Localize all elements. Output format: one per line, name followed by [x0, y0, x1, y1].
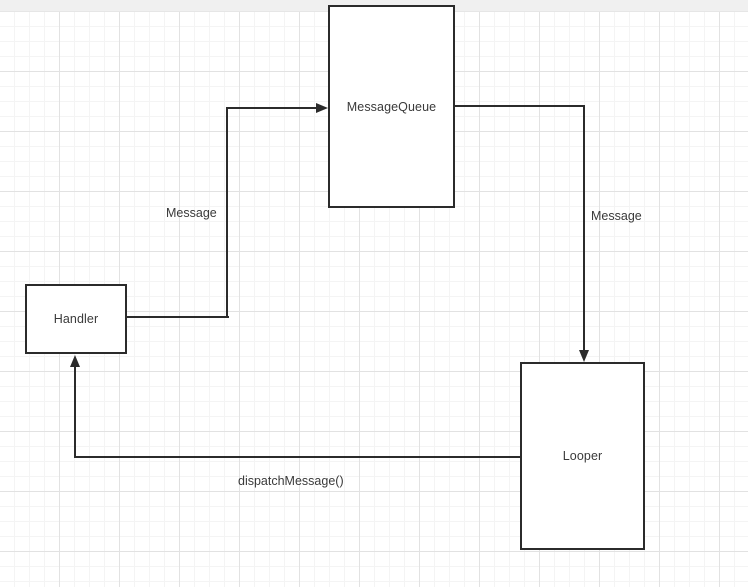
edge-looper-to-handler-arrowhead — [70, 355, 80, 367]
node-looper[interactable]: Looper — [520, 362, 645, 550]
node-looper-label: Looper — [562, 449, 603, 463]
node-messagequeue-label: MessageQueue — [346, 99, 437, 114]
edge-label-messagequeue-to-looper: Message — [591, 209, 642, 223]
edge-handler-to-messagequeue-segment-horizontal-lower — [127, 316, 229, 318]
edge-messagequeue-to-looper-arrowhead — [579, 350, 589, 362]
edge-handler-to-messagequeue-segment-horizontal-upper — [226, 107, 318, 109]
edge-handler-to-messagequeue-segment-vertical — [226, 107, 228, 318]
edge-label-looper-to-handler: dispatchMessage() — [238, 474, 344, 488]
edge-label-handler-to-messagequeue: Message — [166, 206, 217, 220]
edge-handler-to-messagequeue-arrowhead — [316, 103, 328, 113]
node-handler[interactable]: Handler — [25, 284, 127, 354]
edge-looper-to-handler-segment-vertical — [74, 366, 76, 458]
edge-messagequeue-to-looper-segment-horizontal — [455, 105, 585, 107]
edge-messagequeue-to-looper-segment-vertical — [583, 105, 585, 351]
edge-looper-to-handler-segment-horizontal — [74, 456, 522, 458]
node-messagequeue[interactable]: MessageQueue — [328, 5, 455, 208]
node-handler-label: Handler — [53, 312, 99, 326]
